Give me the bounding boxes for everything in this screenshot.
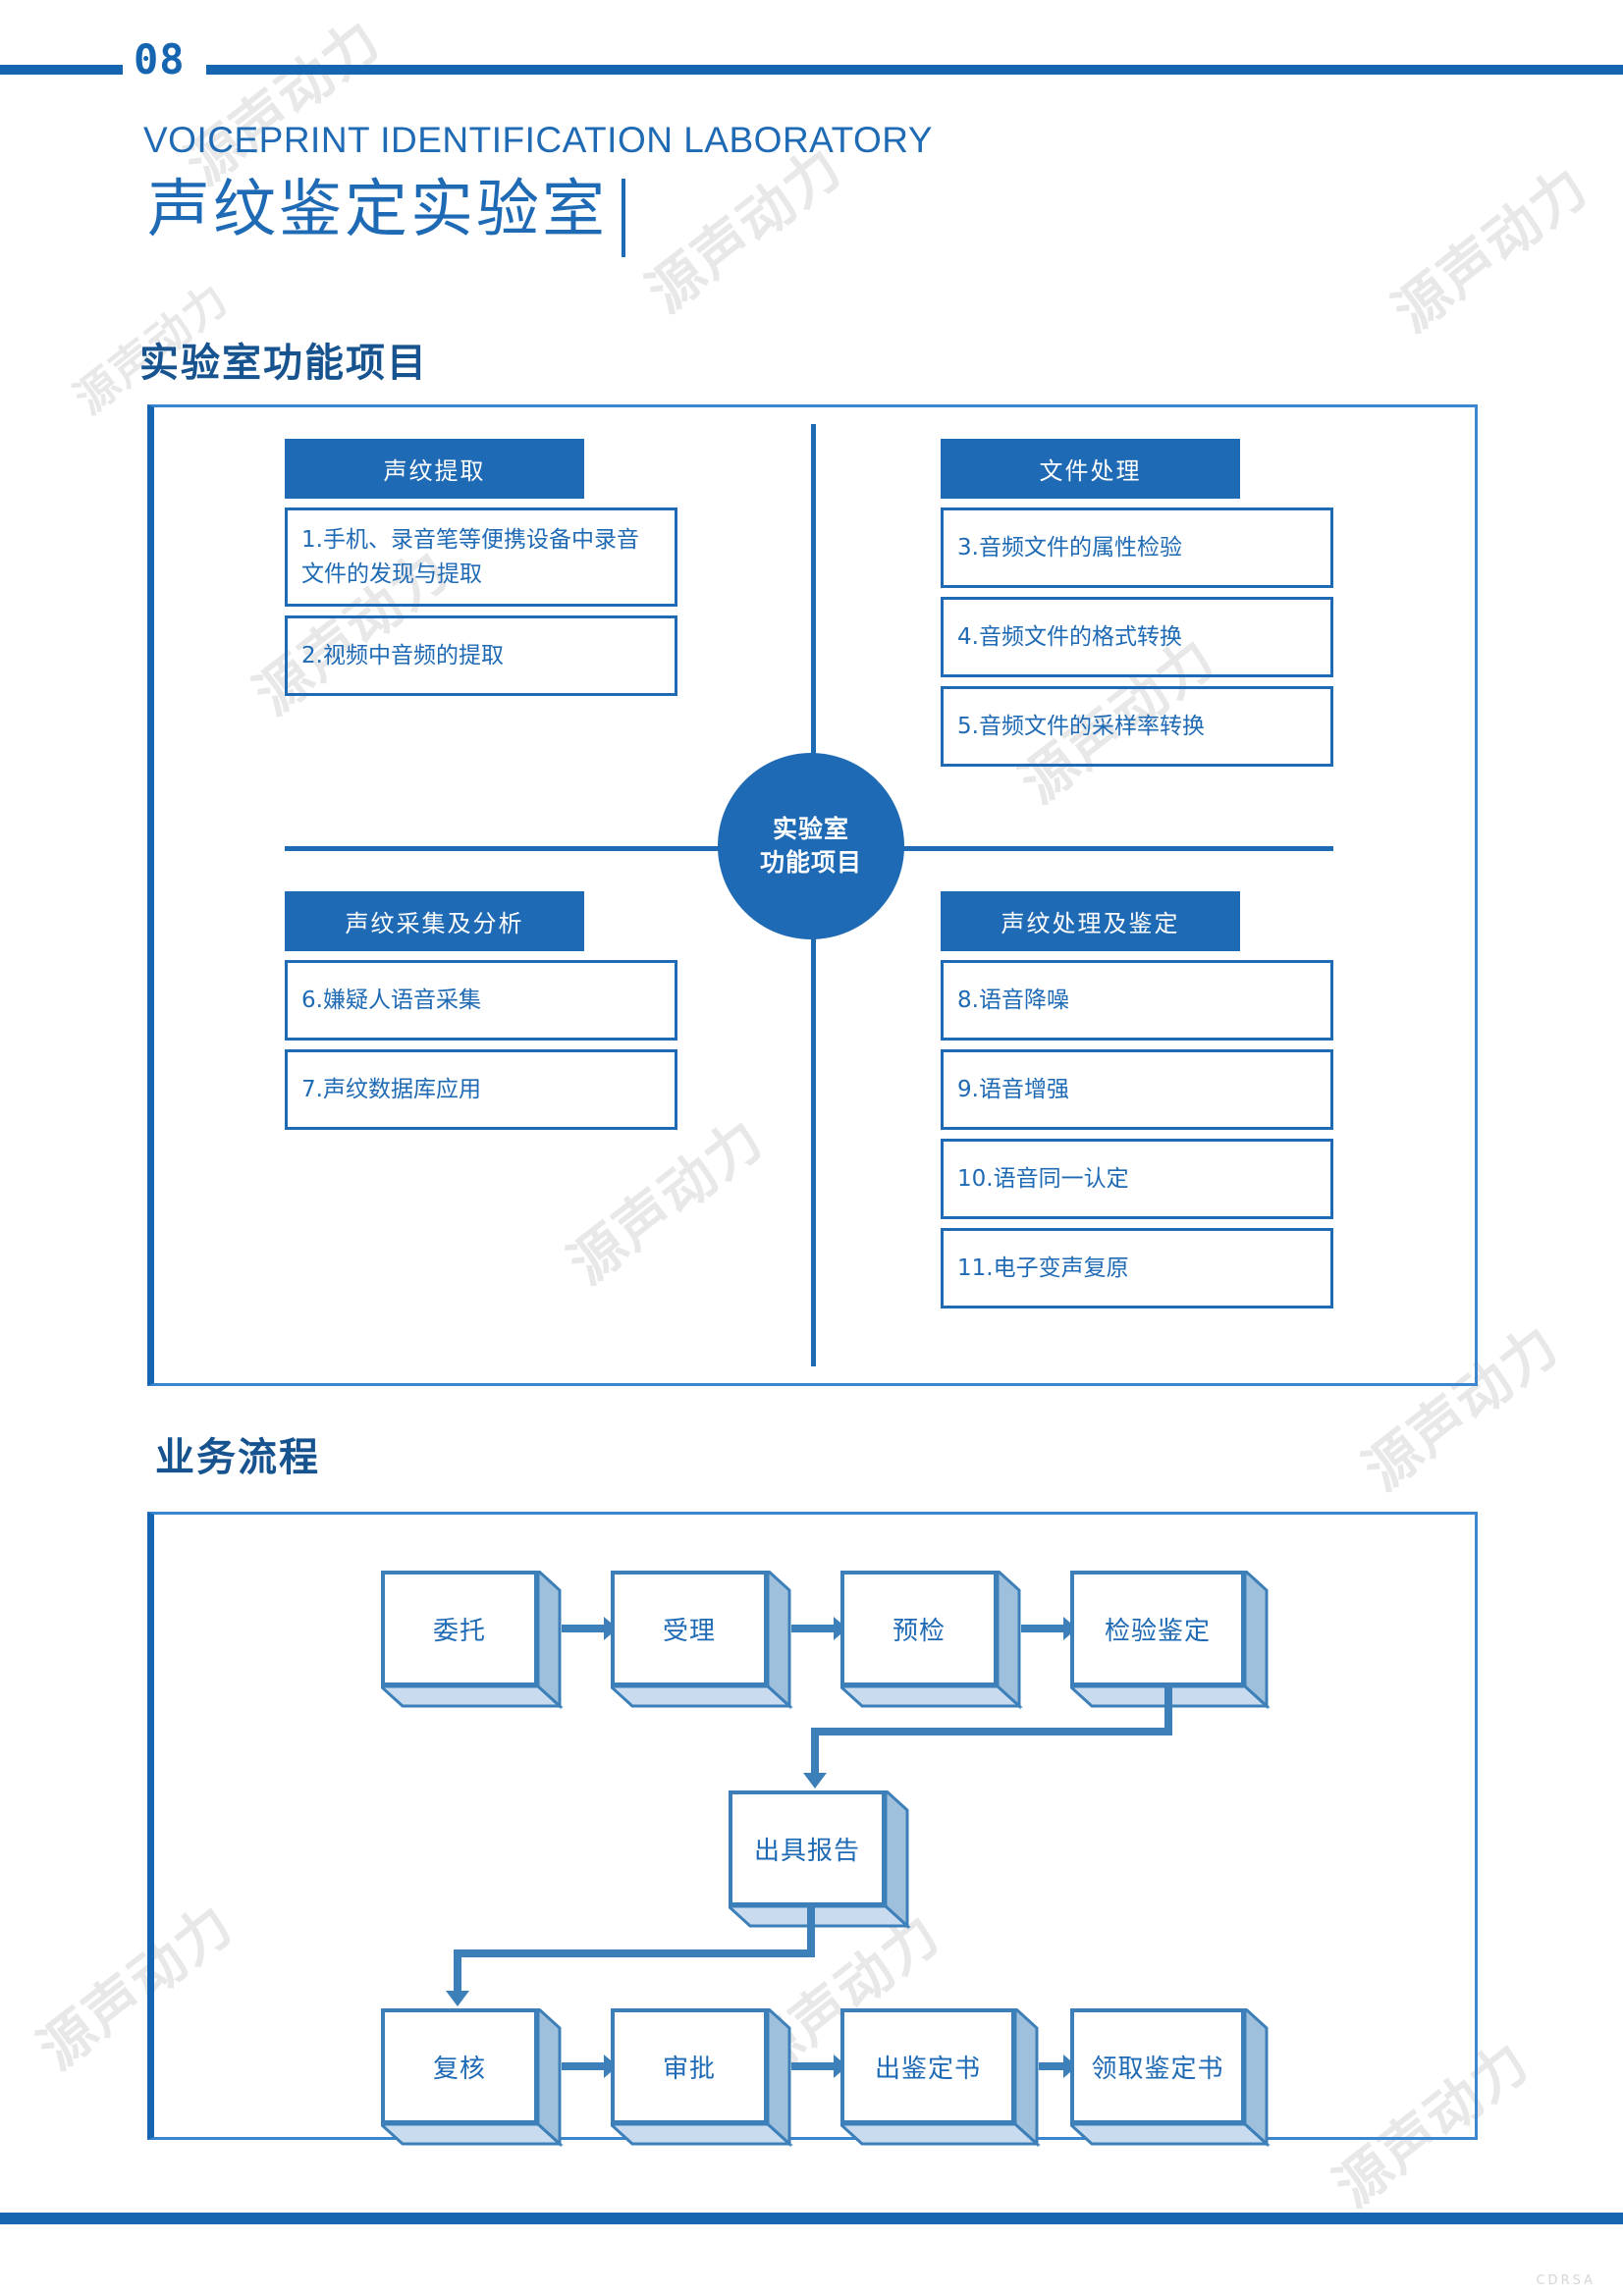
hub-connector-vertical-top: [811, 424, 816, 817]
function-item[interactable]: 2.视频中音频的提取: [285, 615, 677, 696]
flow-step-box[interactable]: 委托: [381, 1571, 538, 1686]
flow-step-box[interactable]: 出鉴定书: [840, 2008, 1015, 2124]
process-frame: [147, 1512, 1478, 2140]
quadrant-voiceprint-collection-analysis: 声纹采集及分析 6.嫌疑人语音采集 7.声纹数据库应用: [285, 891, 677, 1139]
header-rule-right-segment: [206, 65, 1623, 75]
quadrant-file-processing: 文件处理 3.音频文件的属性检验 4.音频文件的格式转换 5.音频文件的采样率转…: [941, 439, 1333, 775]
hub-label-line1: 实验室: [772, 815, 849, 844]
flow-arrow-right: [1039, 2055, 1077, 2078]
flow-arrow-right: [562, 2055, 618, 2078]
title-accent-bar: [622, 179, 625, 257]
chinese-title-block: 声纹鉴定实验室: [147, 174, 625, 257]
flow-arrow-right: [791, 1617, 847, 1640]
flow-step-box[interactable]: 检验鉴定: [1070, 1571, 1245, 1686]
flow-step-box[interactable]: 出具报告: [729, 1790, 886, 1906]
page-title: 声纹鉴定实验室: [147, 174, 608, 246]
function-item[interactable]: 8.语音降噪: [941, 960, 1333, 1041]
hub-connector-horizontal-left: [285, 846, 746, 851]
quadrant-item-list: 3.音频文件的属性检验 4.音频文件的格式转换 5.音频文件的采样率转换: [941, 507, 1333, 767]
quadrant-title: 声纹处理及鉴定: [941, 891, 1240, 951]
watermark: 源声动力: [174, 7, 394, 198]
watermark: 源声动力: [1381, 154, 1601, 346]
flow-step-box[interactable]: 审批: [611, 2008, 768, 2124]
flow-connector-segment: [1164, 1686, 1172, 1735]
function-item[interactable]: 3.音频文件的属性检验: [941, 507, 1333, 588]
flow-step-box[interactable]: 复核: [381, 2008, 538, 2124]
flow-connector-segment: [454, 1949, 815, 1957]
hub-label-line2: 功能项目: [759, 848, 862, 877]
hub-connector-horizontal-right: [880, 846, 1333, 851]
quadrant-item-list: 8.语音降噪 9.语音增强 10.语音同一认定 11.电子变声复原: [941, 960, 1333, 1308]
page-number: 08: [134, 35, 186, 83]
header-rule: [0, 65, 1623, 75]
quadrant-title: 声纹采集及分析: [285, 891, 584, 951]
section-heading-functions: 实验室功能项目: [139, 341, 428, 386]
function-item[interactable]: 6.嫌疑人语音采集: [285, 960, 677, 1041]
english-title: VOICEPRINT IDENTIFICATION LABORATORY: [143, 120, 934, 160]
function-item[interactable]: 1.手机、录音笔等便携设备中录音文件的发现与提取: [285, 507, 677, 607]
flow-connector-segment: [807, 1906, 815, 1957]
header-rule-left-segment: [0, 65, 123, 75]
flow-arrow-down: [446, 1991, 469, 2006]
quadrant-item-list: 1.手机、录音笔等便携设备中录音文件的发现与提取 2.视频中音频的提取: [285, 507, 677, 696]
flow-connector-segment: [811, 1728, 819, 1775]
function-item[interactable]: 5.音频文件的采样率转换: [941, 686, 1333, 767]
section-heading-process: 业务流程: [155, 1435, 320, 1480]
footer-rule: [0, 2213, 1623, 2224]
functions-hub-circle: 实验室 功能项目: [718, 753, 904, 939]
function-item[interactable]: 10.语音同一认定: [941, 1139, 1333, 1219]
flow-arrow-right: [791, 2055, 847, 2078]
flow-arrow-down: [803, 1773, 827, 1789]
flow-connector-segment: [454, 1949, 461, 1993]
functions-frame: [147, 404, 1478, 1386]
quadrant-item-list: 6.嫌疑人语音采集 7.声纹数据库应用: [285, 960, 677, 1130]
footer-code: CDRSA: [1536, 2273, 1596, 2288]
quadrant-voiceprint-processing-identification: 声纹处理及鉴定 8.语音降噪 9.语音增强 10.语音同一认定 11.电子变声复…: [941, 891, 1333, 1317]
flow-connector-segment: [811, 1728, 1172, 1735]
hub-connector-vertical-bottom: [811, 883, 816, 1366]
flow-arrow-right: [1021, 1617, 1077, 1640]
flow-step-box[interactable]: 预检: [840, 1571, 998, 1686]
flow-arrow-right: [562, 1617, 618, 1640]
function-item[interactable]: 9.语音增强: [941, 1049, 1333, 1130]
function-item[interactable]: 7.声纹数据库应用: [285, 1049, 677, 1130]
function-item[interactable]: 4.音频文件的格式转换: [941, 597, 1333, 677]
flow-step-box[interactable]: 受理: [611, 1571, 768, 1686]
quadrant-title: 文件处理: [941, 439, 1240, 499]
quadrant-voiceprint-extraction: 声纹提取 1.手机、录音笔等便携设备中录音文件的发现与提取 2.视频中音频的提取: [285, 439, 677, 705]
quadrant-title: 声纹提取: [285, 439, 584, 499]
flow-step-box[interactable]: 领取鉴定书: [1070, 2008, 1245, 2124]
function-item[interactable]: 11.电子变声复原: [941, 1228, 1333, 1308]
